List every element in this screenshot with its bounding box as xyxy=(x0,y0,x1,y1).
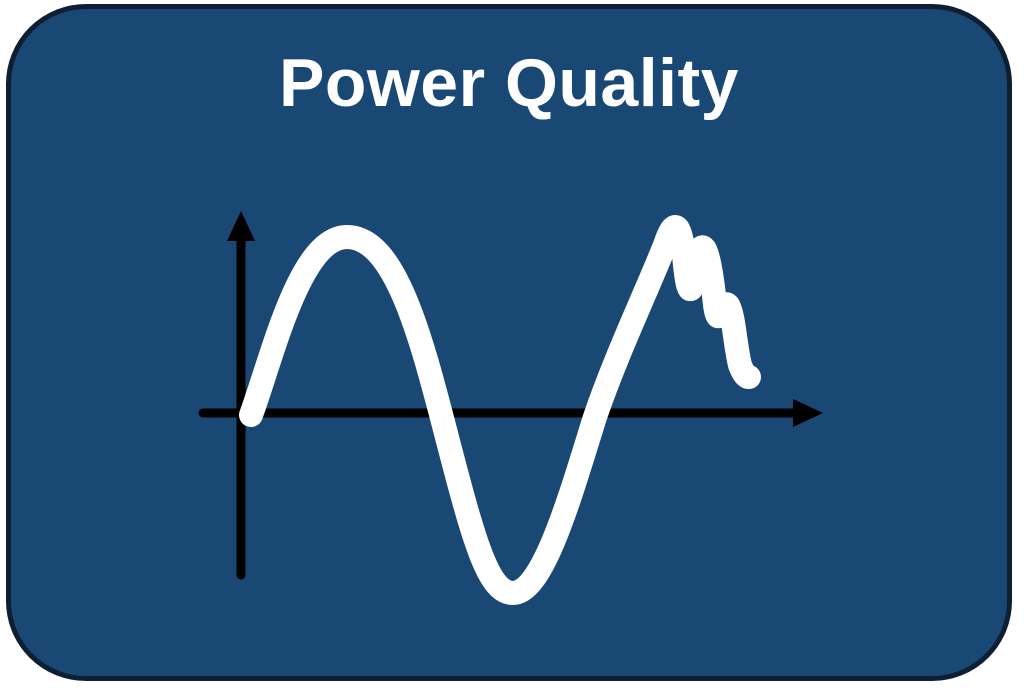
card-title: Power Quality xyxy=(279,45,739,121)
waveform-diagram xyxy=(198,211,823,605)
xy-axes-icon xyxy=(198,211,823,580)
x-axis-arrowhead xyxy=(793,399,823,427)
y-axis-arrowhead xyxy=(227,211,255,241)
power-quality-card: Power Quality xyxy=(6,4,1012,681)
distorted-sine-wave-icon xyxy=(239,214,761,605)
